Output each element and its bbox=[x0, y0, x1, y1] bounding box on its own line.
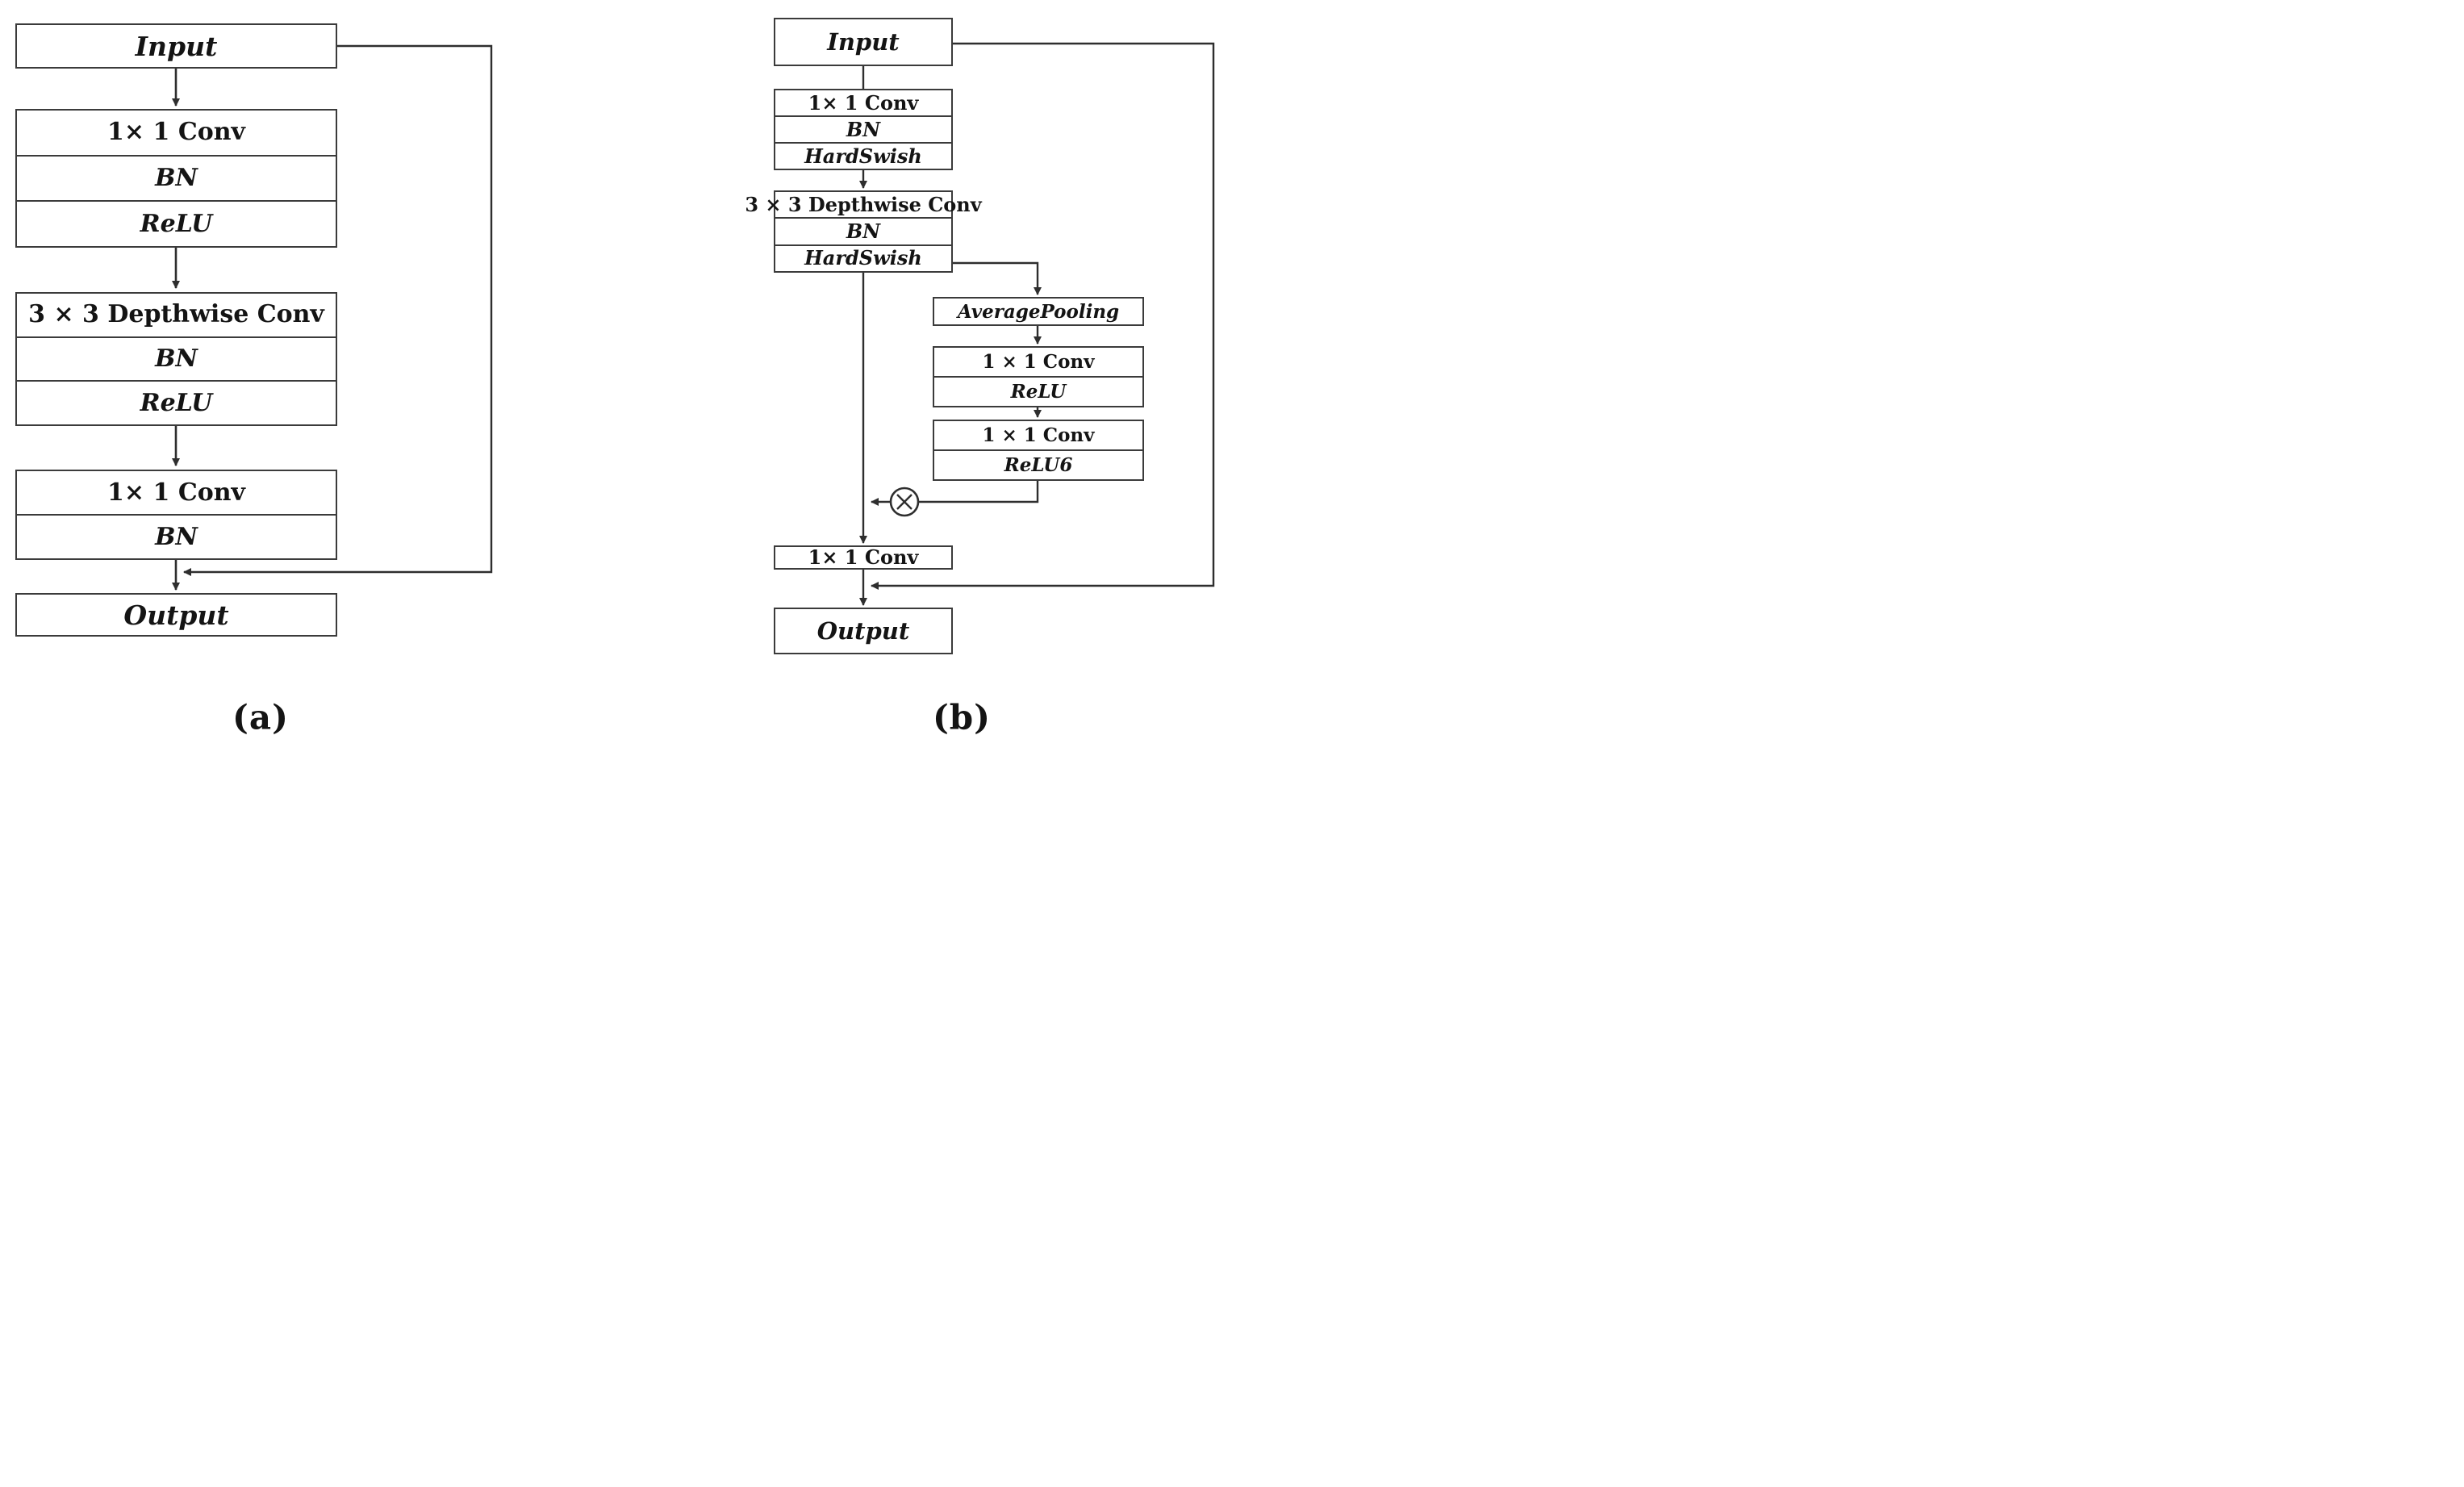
b-se-fc1-conv-label: 1 × 1 Conv bbox=[982, 351, 1095, 373]
b-output-label: Output bbox=[816, 616, 910, 645]
a-dw-bn-label: BN bbox=[17, 336, 336, 381]
a-output-box: Output bbox=[15, 593, 337, 637]
b-avgpool-label: AveragePooling bbox=[957, 300, 1120, 323]
b-conv1-label: 1× 1 Conv bbox=[808, 90, 919, 115]
a-conv2-label: 1× 1 Conv bbox=[107, 478, 245, 507]
b-conv2-label: 1× 1 Conv bbox=[808, 545, 919, 569]
b-project-conv-box: 1× 1 Conv bbox=[774, 545, 953, 570]
a-depthwise-conv-block: 3 × 3 Depthwise Conv BN ReLU bbox=[15, 292, 337, 426]
b-output-box: Output bbox=[774, 608, 953, 654]
connector-layer bbox=[172, 42, 1215, 606]
line-b-fc2-to-multiply bbox=[919, 481, 1039, 503]
skip-connection-b bbox=[871, 42, 1215, 590]
a-project-conv-block: 1× 1 Conv BN bbox=[15, 470, 337, 560]
b-dw-bn-label: BN bbox=[775, 217, 951, 244]
figure-canvas: Input 1× 1 Conv BN ReLU 3 × 3 Depthwise … bbox=[0, 0, 1232, 744]
branch-b-dw-to-avgpool bbox=[953, 261, 1042, 295]
a-input-box: Input bbox=[15, 23, 337, 69]
b-caption: (b) bbox=[932, 697, 992, 737]
b-se-fc1-relu-label: ReLU bbox=[934, 376, 1142, 406]
a-conv2-bn-label: BN bbox=[17, 514, 336, 558]
b-dw-label: 3 × 3 Depthwise Conv bbox=[745, 192, 982, 216]
a-expand-conv-block: 1× 1 Conv BN ReLU bbox=[15, 109, 337, 248]
b-conv1-hswish-label: HardSwish bbox=[775, 142, 951, 169]
b-depthwise-conv-block: 3 × 3 Depthwise Conv BN HardSwish bbox=[745, 190, 982, 273]
a-output-label: Output bbox=[123, 599, 229, 631]
multiply-icon bbox=[889, 487, 920, 517]
a-input-label: Input bbox=[135, 30, 218, 62]
b-se-fc1-block: 1 × 1 Conv ReLU bbox=[933, 346, 1144, 407]
b-se-fc2-block: 1 × 1 Conv ReLU6 bbox=[933, 420, 1144, 481]
a-dw-relu-label: ReLU bbox=[17, 380, 336, 424]
b-dw-hswish-label: HardSwish bbox=[775, 244, 951, 271]
b-expand-conv-block: 1× 1 Conv BN HardSwish bbox=[774, 89, 953, 170]
b-se-fc2-relu6-label: ReLU6 bbox=[934, 449, 1142, 479]
b-se-fc2-conv-label: 1 × 1 Conv bbox=[982, 424, 1095, 446]
b-input-box: Input bbox=[774, 18, 953, 66]
skip-connection-a bbox=[183, 44, 493, 576]
b-avgpool-box: AveragePooling bbox=[933, 297, 1144, 326]
a-conv1-relu-label: ReLU bbox=[17, 200, 336, 246]
b-conv1-bn-label: BN bbox=[775, 115, 951, 142]
b-input-label: Input bbox=[827, 27, 900, 56]
a-conv1-bn-label: BN bbox=[17, 154, 336, 201]
a-caption: (a) bbox=[232, 697, 289, 737]
a-dw-label: 3 × 3 Depthwise Conv bbox=[28, 300, 324, 329]
a-conv1-label: 1× 1 Conv bbox=[107, 118, 245, 147]
